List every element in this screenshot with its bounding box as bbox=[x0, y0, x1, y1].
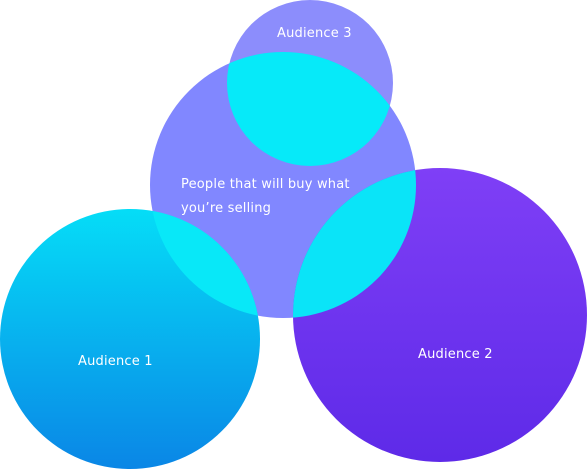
label-audience-3: Audience 3 bbox=[277, 26, 352, 41]
label-audience-1: Audience 1 bbox=[78, 354, 153, 369]
label-audience-2: Audience 2 bbox=[418, 347, 493, 362]
overlap-buyers-audience-2 bbox=[293, 168, 416, 318]
label-buyers: People that will buy what you’re selling bbox=[181, 177, 350, 216]
overlap-buyers-audience-3 bbox=[227, 52, 393, 166]
overlap-buyers-audience-1 bbox=[150, 209, 260, 318]
